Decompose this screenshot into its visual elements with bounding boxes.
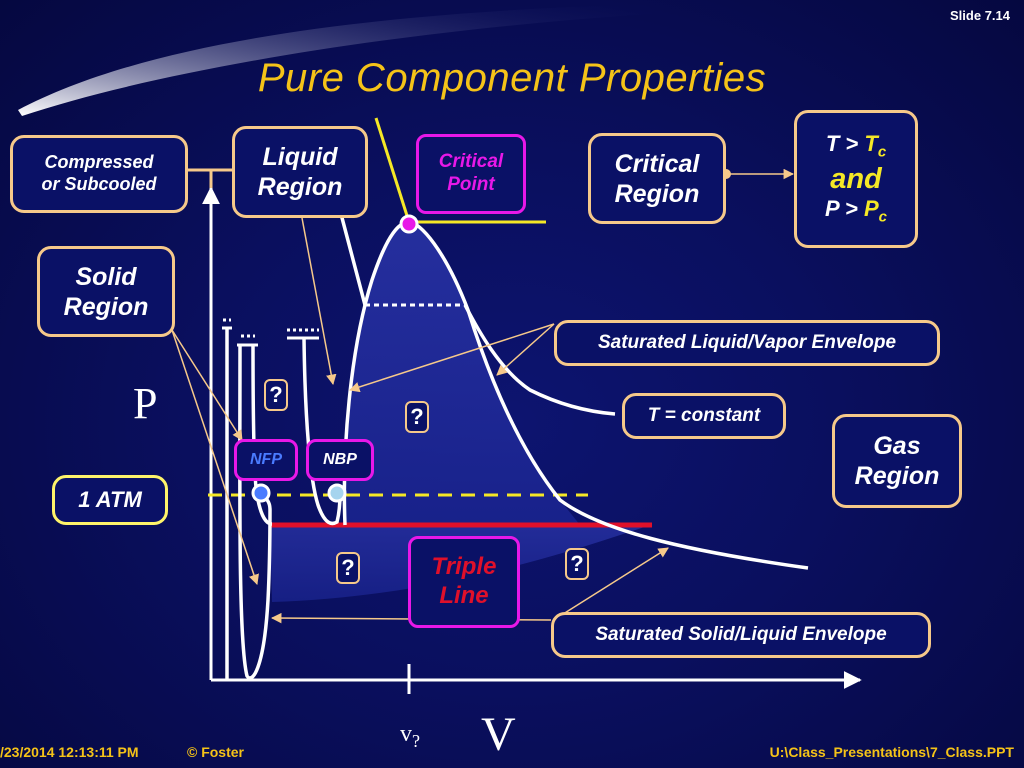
nfp-point (251, 483, 271, 503)
decorative-swoosh (18, 4, 652, 116)
nbp-point (327, 483, 347, 503)
t-constant-isotherm (463, 304, 616, 416)
solid-liquid-envelope-curve (238, 344, 272, 680)
arrow-liquid-region (301, 217, 337, 386)
footer-file-path: U:\Class_Presentations\7_Class.PPT (769, 744, 1014, 760)
compressed-subcooled-box: Compressed or Subcooled (10, 135, 188, 213)
arrow-solid-to-nfp (171, 329, 243, 441)
isotherm-nbp-curve (302, 337, 342, 526)
tc-condition: T > Tc (825, 131, 887, 161)
slide-title: Pure Component Properties (257, 56, 767, 100)
x-tick-label: v? (400, 721, 420, 751)
critical-point-marker (399, 214, 419, 234)
liquid-region-box: Liquid Region (232, 126, 368, 218)
arrow-sl-envelope-right (559, 547, 669, 617)
tc-pc-box: T > Tc and P > Pc (794, 110, 918, 248)
nbp-box: NBP (306, 439, 374, 481)
question-mark-solid-vapor: ? (565, 548, 589, 580)
critical-region-box: Critical Region (588, 133, 726, 224)
slide-number: Slide 7.14 (950, 8, 1010, 23)
pc-condition: P > Pc (825, 196, 887, 226)
question-mark-solid-liquid-left: ? (336, 552, 360, 584)
critical-temperature-line (374, 117, 411, 223)
question-mark-liquid: ? (264, 379, 288, 411)
gas-region-box: Gas Region (832, 414, 962, 508)
triple-line-box: Triple Line (408, 536, 520, 628)
critical-point-box: Critical Point (416, 134, 526, 214)
solid-region-box: Solid Region (37, 246, 175, 337)
footer-date: /23/2014 12:13:11 PM (0, 744, 139, 760)
arrow-lv-envelope-right (496, 323, 555, 376)
arrow-lv-envelope-left (349, 323, 555, 393)
x-axis-label: V (481, 708, 516, 761)
y-axis-label: P (133, 379, 158, 428)
t-constant-box: T = constant (622, 393, 786, 439)
one-atm-box: 1 ATM (52, 475, 168, 525)
nfp-box: NFP (234, 439, 298, 481)
footer-author: © Foster (187, 744, 244, 760)
saturated-liquid-vapor-envelope-curve (342, 220, 809, 570)
arrow-solid-to-curve (171, 329, 259, 585)
question-mark-two-phase: ? (405, 401, 429, 433)
saturated-lv-envelope-box: Saturated Liquid/Vapor Envelope (554, 320, 940, 366)
and-text: and (830, 162, 882, 195)
two-phase-region-fill (344, 222, 580, 525)
saturated-sl-envelope-box: Saturated Solid/Liquid Envelope (551, 612, 931, 658)
